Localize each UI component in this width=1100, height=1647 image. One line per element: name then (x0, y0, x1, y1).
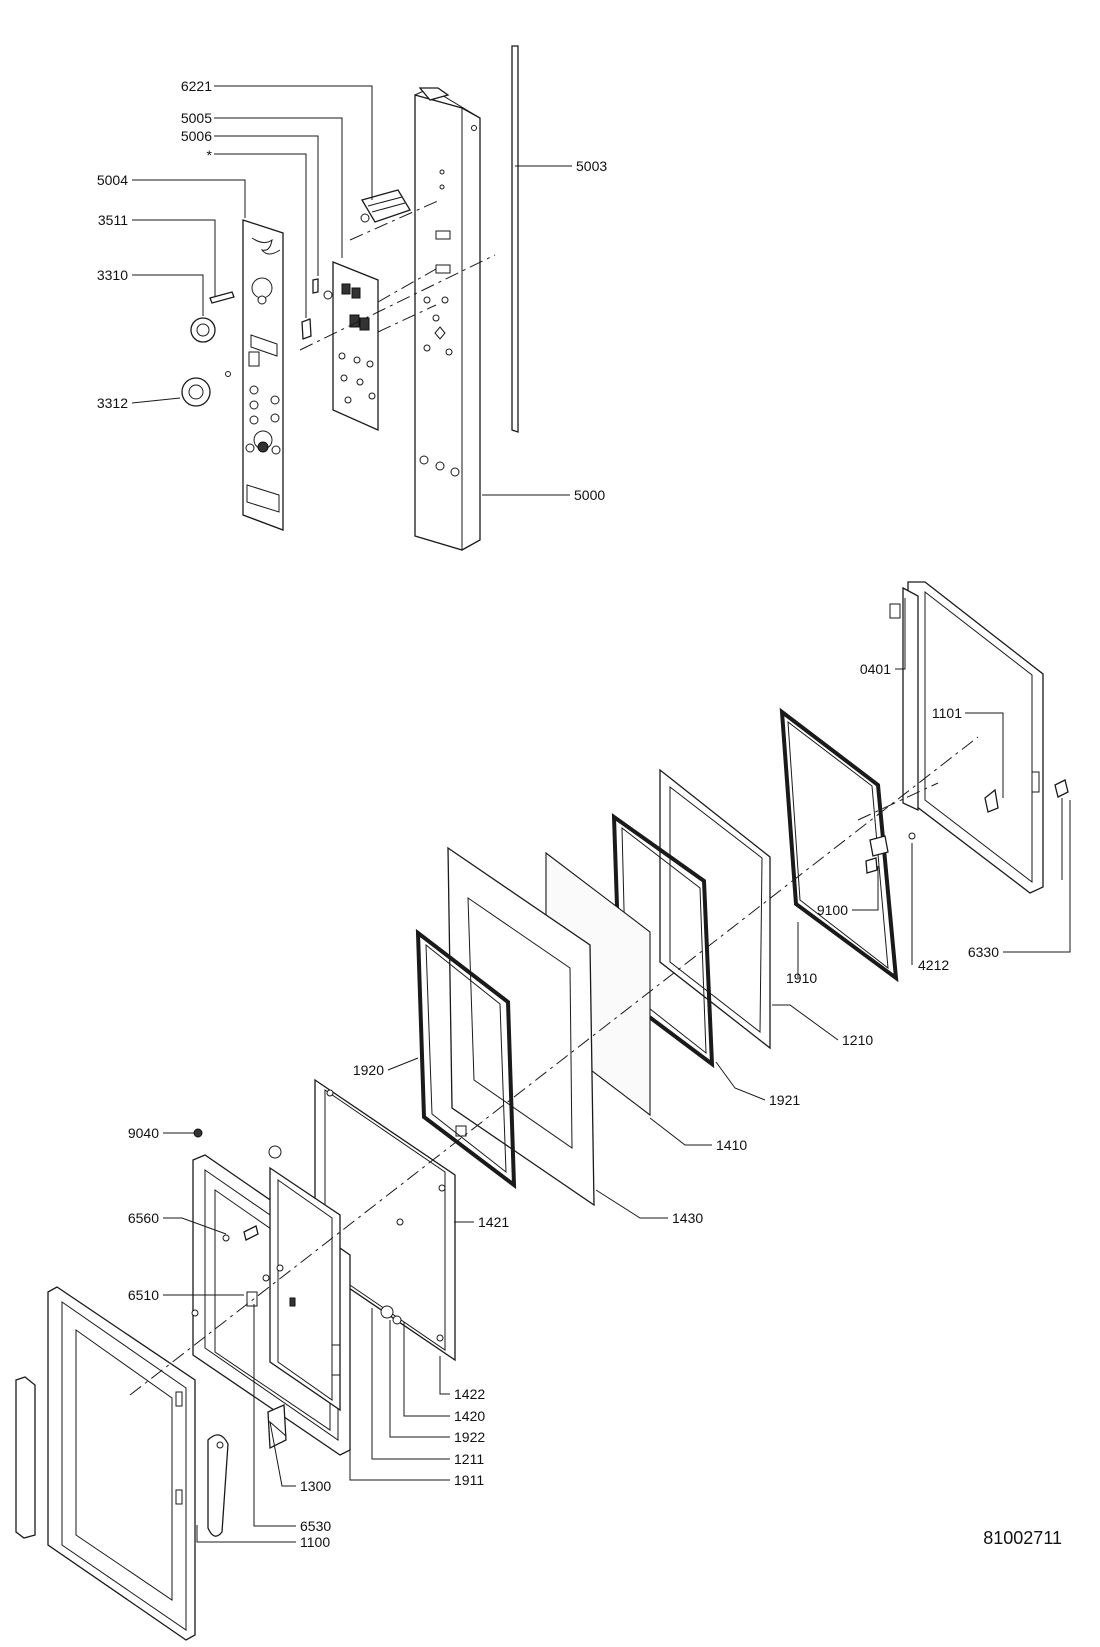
part-1920-gasket (415, 928, 517, 1190)
callout-1420: 1420 (454, 1408, 485, 1424)
callout-1922: 1922 (454, 1429, 485, 1445)
part-1300-handle (207, 1404, 287, 1537)
callout-6330: 6330 (968, 944, 999, 960)
callout-3310: 3310 (97, 267, 128, 283)
callout-1211: 1211 (454, 1451, 484, 1467)
callout-labels: 6221 5005 5006 * 5004 3511 3310 3312 500… (97, 78, 1062, 1550)
callout-1210: 1210 (842, 1032, 873, 1048)
callout-5006: 5006 (181, 128, 212, 144)
knobs-small-parts (181, 278, 333, 407)
callout-1300: 1300 (300, 1478, 331, 1494)
callout-5004: 5004 (97, 172, 128, 188)
control-panel-assembly (181, 45, 519, 551)
part-1911-door-frame (192, 1154, 351, 1456)
callout-1920: 1920 (353, 1062, 384, 1078)
hinge-bracket-9100 (865, 832, 916, 874)
door-assembly (15, 581, 1069, 1641)
part-1910-seal (779, 707, 899, 983)
callout-1430: 1430 (672, 1210, 703, 1226)
callout-1911: 1911 (454, 1472, 484, 1488)
callout-1100: 1100 (300, 1534, 330, 1550)
callout-5003: 5003 (576, 158, 607, 174)
callout-6530: 6530 (300, 1518, 331, 1534)
callout-4212: 4212 (918, 957, 949, 973)
part-1100-outer-panel (15, 1286, 196, 1641)
callout-3511: 3511 (98, 212, 128, 228)
part-5005-pcb (332, 261, 379, 432)
callout-6510: 6510 (128, 1287, 159, 1303)
callout-0401: 0401 (860, 661, 891, 677)
callout-5005: 5005 (181, 110, 212, 126)
assembly-axes-upper (299, 199, 496, 351)
callout-1101: 1101 (932, 705, 962, 721)
callout-1910: 1910 (786, 970, 817, 986)
part-6221-switch (360, 189, 411, 223)
callout-9040: 9040 (128, 1125, 159, 1141)
callout-3312: 3312 (97, 395, 128, 411)
part-0401-hinge-frame (889, 581, 1069, 894)
part-5004-facia (242, 219, 284, 531)
part-5003-strip (511, 45, 519, 433)
callout-1422: 1422 (454, 1386, 485, 1402)
part-1210-frame (659, 768, 771, 1050)
callout-6560: 6560 (128, 1210, 159, 1226)
callout-5000: 5000 (574, 487, 605, 503)
callout-6221: 6221 (181, 78, 212, 94)
callout-1921: 1921 (769, 1092, 800, 1108)
part-1430-frame (447, 846, 595, 1207)
part-5000-column (414, 87, 481, 551)
document-number: 81002711 (983, 1528, 1062, 1548)
door-small-parts (191, 1128, 402, 1325)
callout-1410: 1410 (716, 1137, 747, 1153)
callout-9100: 9100 (817, 902, 848, 918)
callout-1421: 1421 (478, 1214, 509, 1230)
assembly-axes-lower (129, 736, 979, 1396)
callout-star: * (207, 147, 213, 163)
leader-lines (131, 85, 1071, 1543)
